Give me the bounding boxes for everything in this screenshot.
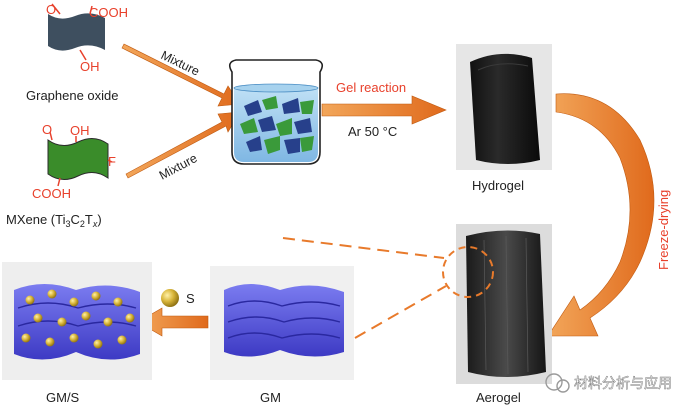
watermark: 材料分析与应用 bbox=[545, 373, 672, 393]
aerogel-photo bbox=[456, 224, 552, 384]
gms-label: GM/S bbox=[46, 390, 80, 405]
sulfur-ball-icon bbox=[161, 289, 179, 307]
watermark-text: 材料分析与应用 bbox=[574, 375, 672, 391]
ar-temp-label: Ar 50 °C bbox=[348, 124, 397, 139]
gms-sulfur-particles bbox=[21, 289, 135, 349]
mxene-sheet bbox=[47, 131, 113, 187]
gm-panel bbox=[210, 266, 354, 380]
hydrogel-label: Hydrogel bbox=[472, 178, 524, 193]
mx-cooh-label: COOH bbox=[32, 186, 71, 201]
freeze-drying-arrow bbox=[547, 93, 655, 337]
mixture-arrow-top bbox=[121, 43, 241, 107]
gms-panel bbox=[2, 262, 152, 380]
zoom-circle bbox=[442, 246, 494, 298]
zoom-line-bottom bbox=[354, 285, 447, 339]
sulfur-label: S bbox=[186, 291, 195, 306]
mx-oh-label: OH bbox=[70, 123, 90, 138]
aerogel-label: Aerogel bbox=[476, 390, 521, 405]
mx-o-label: O bbox=[42, 122, 52, 137]
zoom-line-top bbox=[282, 237, 445, 259]
freeze-drying-label: Freeze-drying bbox=[656, 190, 671, 270]
hydrogel-photo bbox=[456, 44, 552, 170]
mxene-label: MXene (Ti3C2Tx) bbox=[6, 212, 102, 229]
go-cooh-label: COOH bbox=[89, 5, 128, 20]
gel-reaction-arrow bbox=[321, 95, 447, 125]
wechat-icon bbox=[545, 373, 563, 391]
go-o-label: O bbox=[46, 2, 56, 17]
graphene-oxide-sheet bbox=[48, 3, 105, 61]
mx-f-label: F bbox=[108, 154, 116, 169]
gm-label: GM bbox=[260, 390, 281, 405]
gel-reaction-label: Gel reaction bbox=[336, 80, 406, 95]
graphene-oxide-label: Graphene oxide bbox=[26, 88, 119, 103]
beaker-flakes bbox=[240, 96, 314, 154]
go-oh-label: OH bbox=[80, 59, 100, 74]
